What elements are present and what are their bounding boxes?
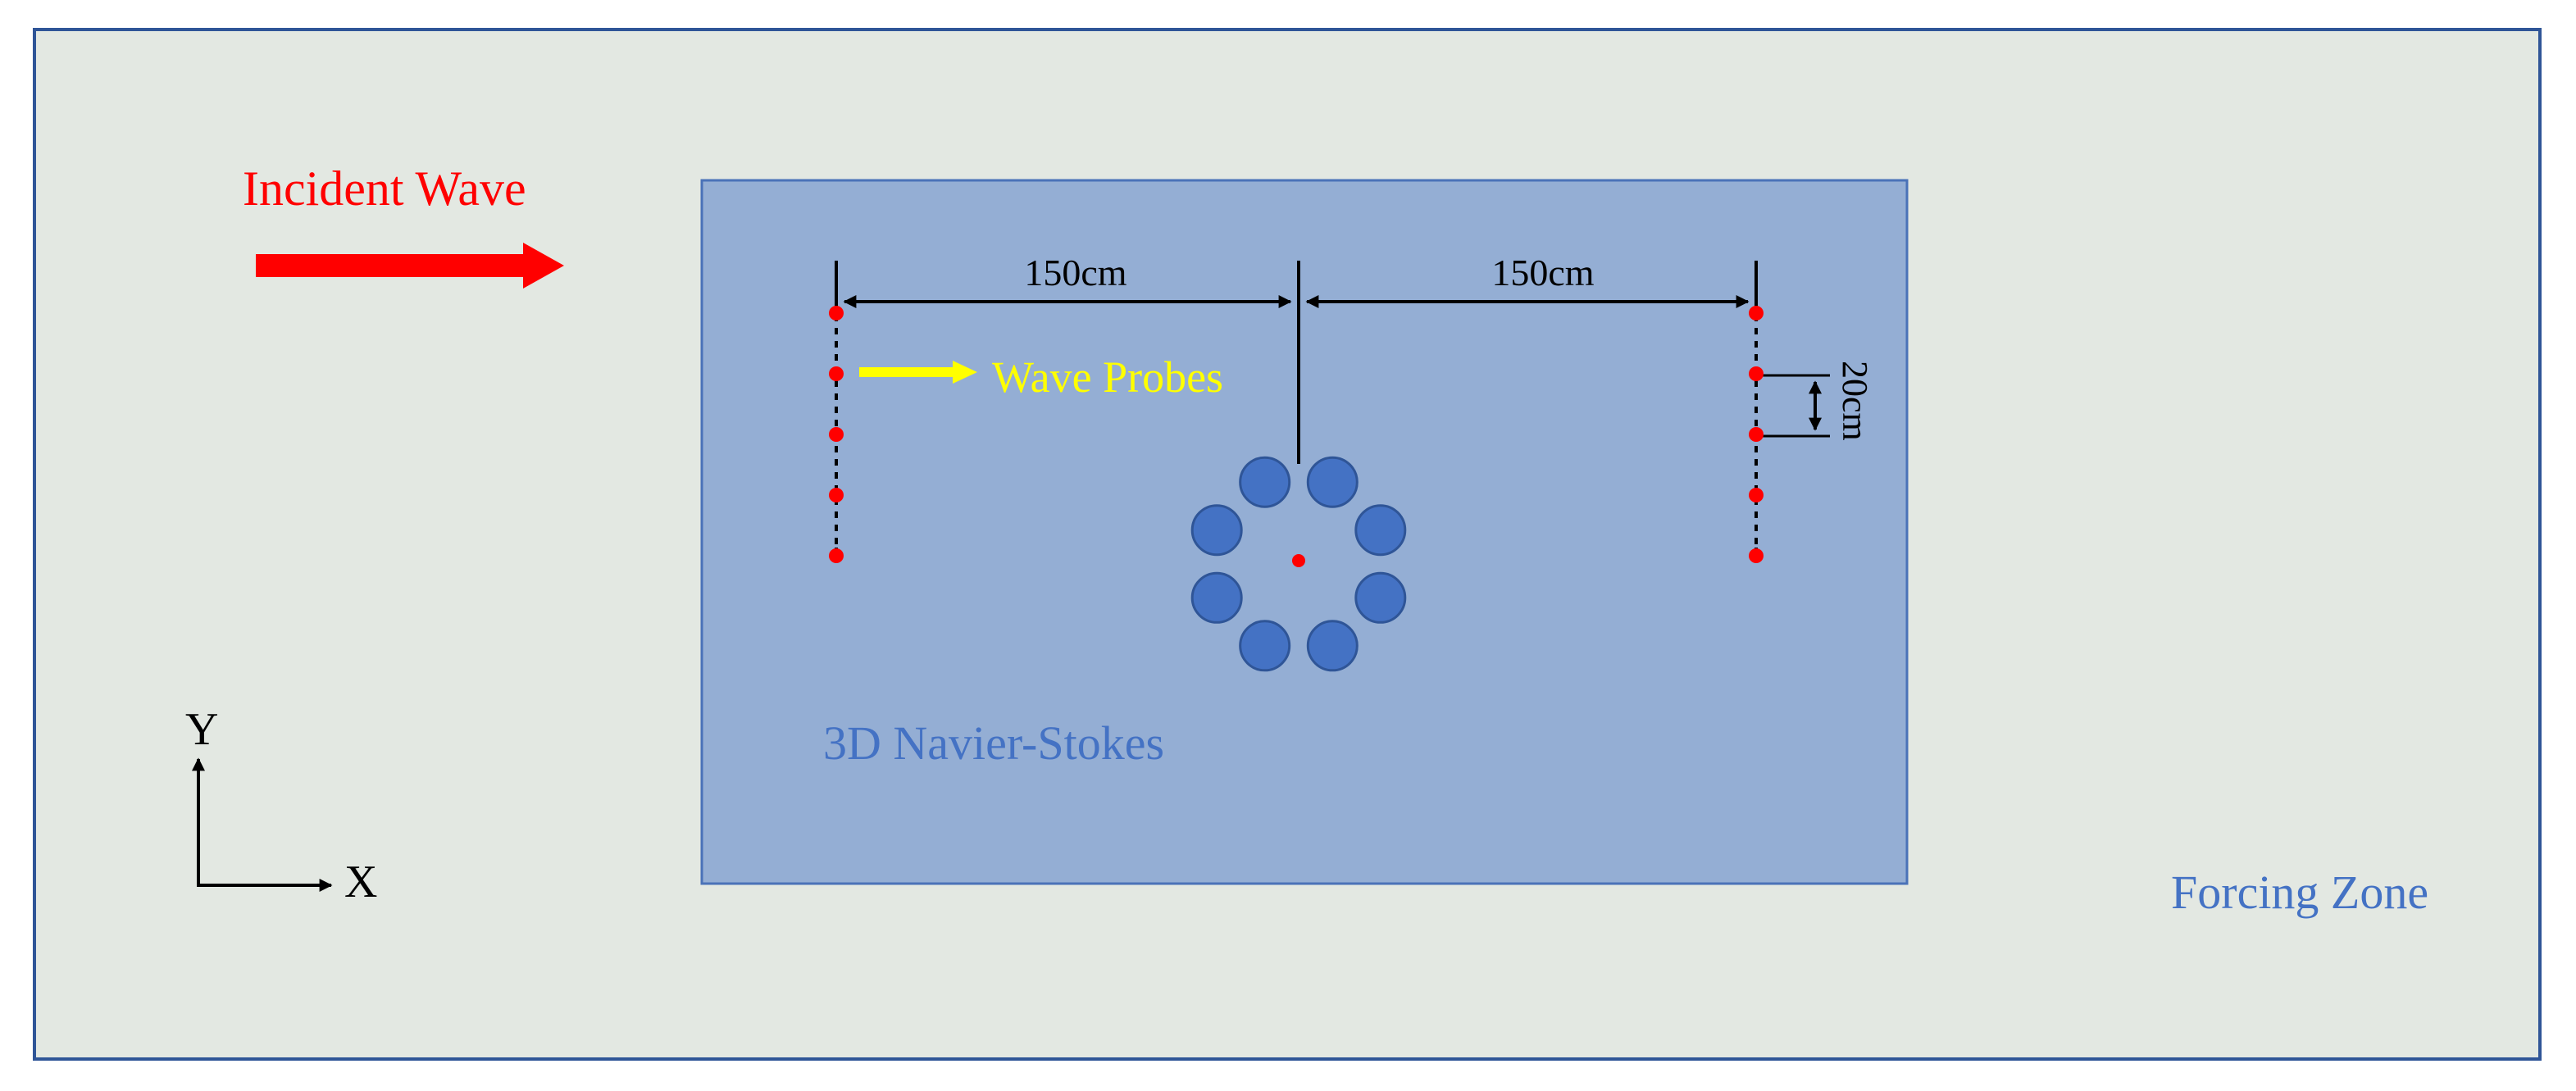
right-spacing-label: 150cm (1491, 252, 1594, 293)
y-axis-label: Y (185, 704, 218, 755)
cylinder-array (1190, 456, 1407, 672)
cylinder-5 (1306, 620, 1359, 672)
incident-wave-arrow (256, 243, 564, 289)
left-probe-dot-2 (829, 366, 844, 381)
cylinder-4 (1354, 571, 1407, 624)
navier-stokes-label: 3D Navier-Stokes (823, 716, 1164, 770)
cylinder-1 (1239, 456, 1291, 508)
wave-probes-arrow (859, 361, 977, 384)
right-probe-array (1749, 306, 1764, 563)
wave-probes-label: Wave Probes (992, 352, 1223, 402)
cylinder-7 (1190, 571, 1243, 624)
cylinder-8 (1190, 504, 1243, 557)
right-probe-dot-2 (1749, 366, 1764, 381)
right-probe-dot-5 (1749, 548, 1764, 563)
incident-wave-label: Incident Wave (243, 161, 526, 216)
forcing-zone-label: Forcing Zone (2171, 866, 2428, 919)
left-probe-array (829, 306, 844, 563)
left-probe-dot-1 (829, 306, 844, 320)
center-probe-dot (1292, 554, 1305, 567)
left-spacing-label: 150cm (1024, 252, 1126, 293)
probe-spacing-label: 20cm (1835, 361, 1875, 441)
right-probe-dot-3 (1749, 427, 1764, 442)
left-probe-dot-5 (829, 548, 844, 563)
right-probe-dot-4 (1749, 488, 1764, 502)
cylinder-3 (1354, 504, 1407, 557)
navier-stokes-domain (700, 179, 1909, 885)
x-axis-label: X (344, 857, 377, 907)
left-probe-dot-4 (829, 488, 844, 502)
cylinder-2 (1306, 456, 1359, 508)
right-probe-dot-1 (1749, 306, 1764, 320)
cylinder-6 (1239, 620, 1291, 672)
left-probe-dot-3 (829, 427, 844, 442)
